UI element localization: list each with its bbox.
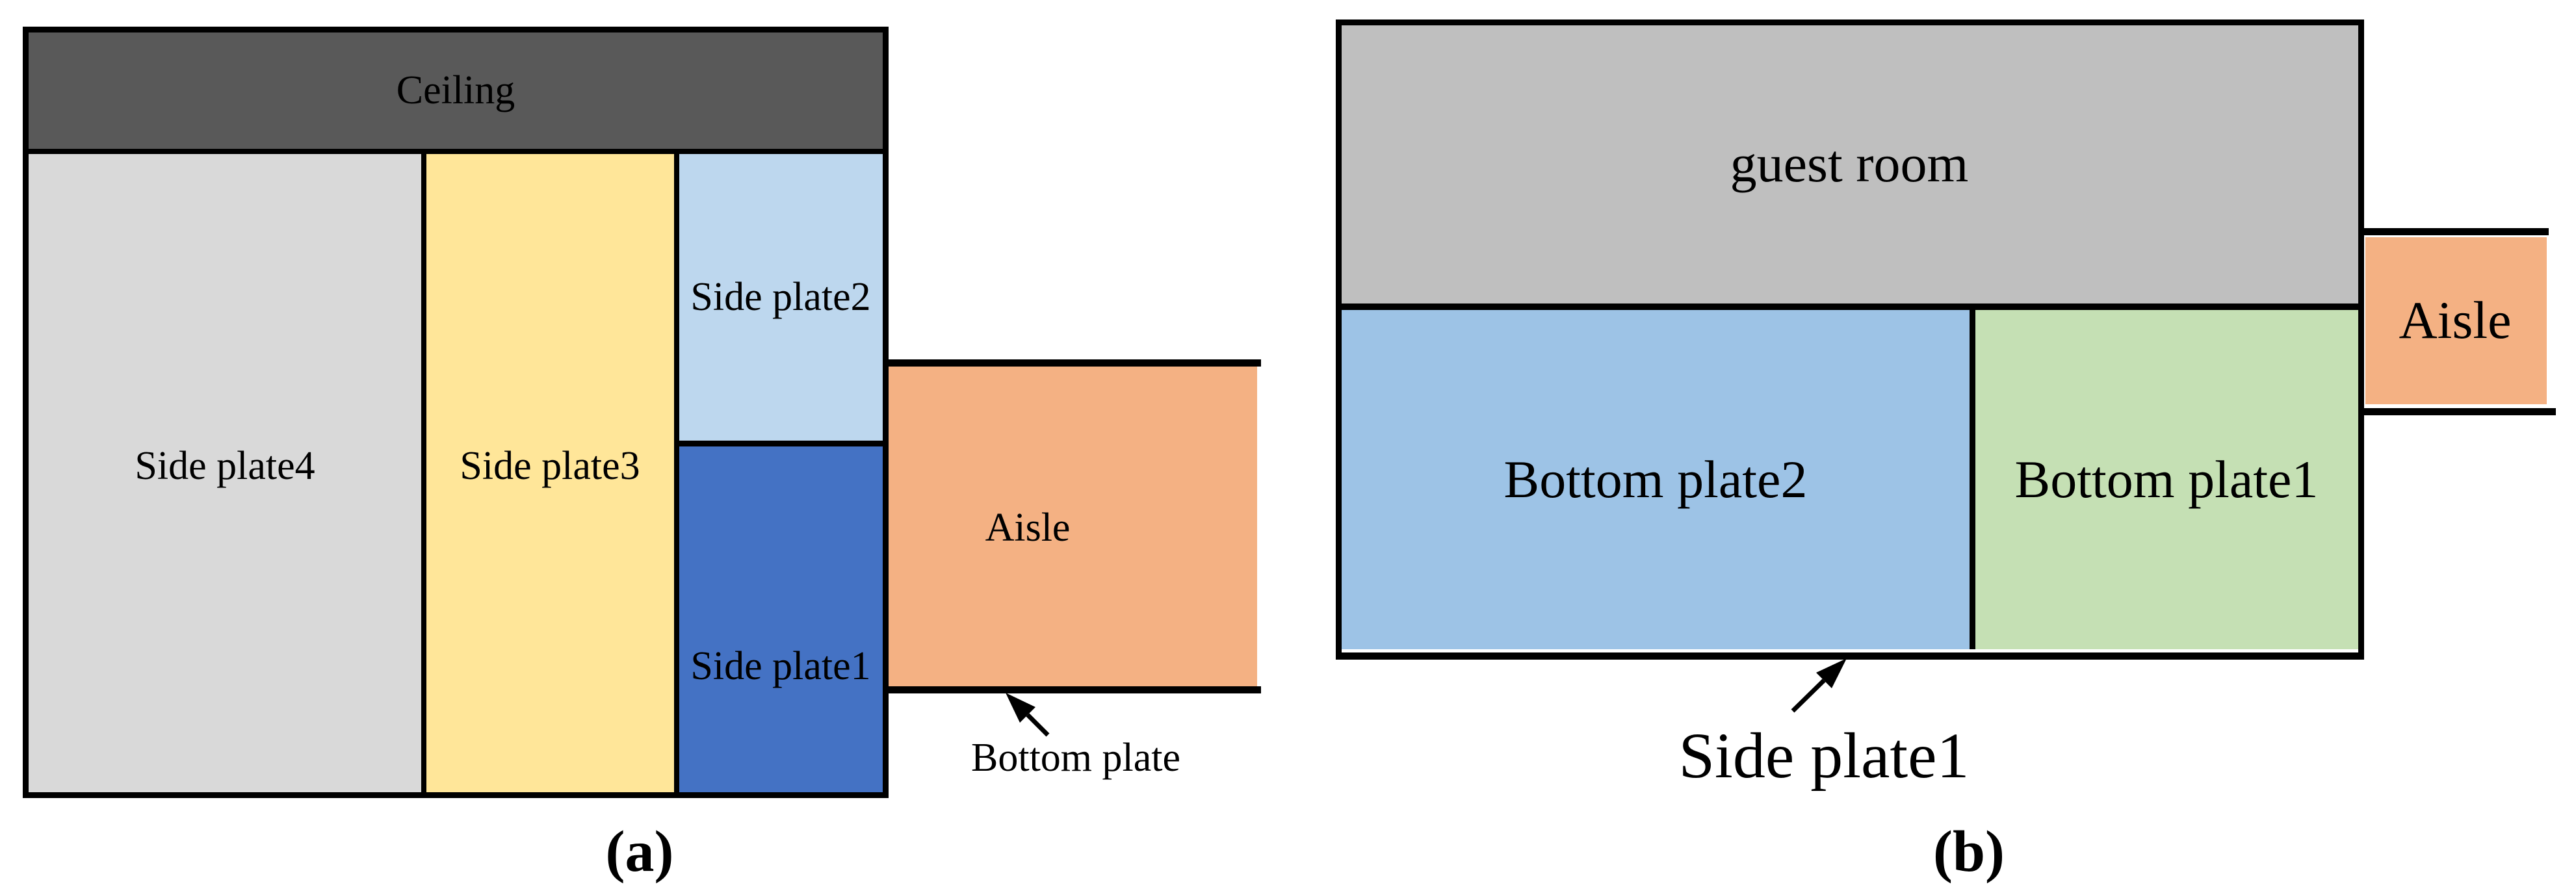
bottom-plate-annotation-label: Bottom plate	[970, 736, 1181, 780]
side-plate1-arrow	[1791, 658, 1847, 713]
plate3-plate2-divider	[674, 154, 679, 792]
guest-room-label: guest room	[1730, 134, 1969, 193]
aisle-b-label: Aisle	[2399, 291, 2512, 350]
side-plate3-label: Side plate3	[460, 444, 640, 488]
guest-room-floor-line	[1336, 303, 2364, 310]
side-plate2-label: Side plate2	[690, 275, 871, 319]
aisle-b-bottom-line	[2358, 408, 2556, 415]
cabin-b-right-border	[2358, 19, 2364, 660]
bottom-plate-arrow	[1006, 693, 1050, 737]
side-plate1-a-label: Side plate1	[690, 644, 871, 688]
plate2-plate1-divider	[679, 441, 883, 446]
ceiling-divider-line	[29, 149, 883, 154]
aisle-a-region	[889, 367, 1257, 686]
bottom-plate1-region	[1975, 310, 2358, 649]
aisle-a-bottom-line	[889, 686, 1261, 693]
ceiling-label: Ceiling	[396, 68, 515, 112]
bottom-plates-divider	[1970, 310, 1975, 649]
aisle-b-top-line	[2358, 228, 2549, 235]
side-plate4-region	[29, 154, 421, 792]
aisle-a-label: Aisle	[985, 506, 1071, 550]
cabin-a-outline	[23, 27, 889, 798]
side-plate1-a-region	[679, 446, 883, 792]
side-plate1-b-line	[1336, 652, 2364, 660]
bottom-plate2-region	[1342, 310, 1970, 649]
side-plate1-annotation-label: Side plate1	[1678, 719, 1970, 792]
side-plate3-region	[426, 154, 674, 792]
bottom-plate1-label: Bottom plate1	[2014, 450, 2319, 509]
caption-b: (b)	[1933, 820, 2005, 884]
plate4-plate3-divider	[421, 154, 426, 792]
side-plate4-label: Side plate4	[135, 444, 315, 488]
bottom-plate2-label: Bottom plate2	[1503, 450, 1808, 509]
cabin-b-top-border	[1336, 19, 2364, 25]
ceiling-region	[29, 32, 883, 149]
aisle-a-top-line	[889, 359, 1261, 367]
caption-a: (a)	[605, 820, 674, 884]
cabin-b-left-border	[1336, 19, 1342, 660]
side-plate2-region	[679, 154, 883, 441]
aisle-b-region	[2365, 237, 2547, 404]
guest-room-region	[1342, 25, 2358, 303]
